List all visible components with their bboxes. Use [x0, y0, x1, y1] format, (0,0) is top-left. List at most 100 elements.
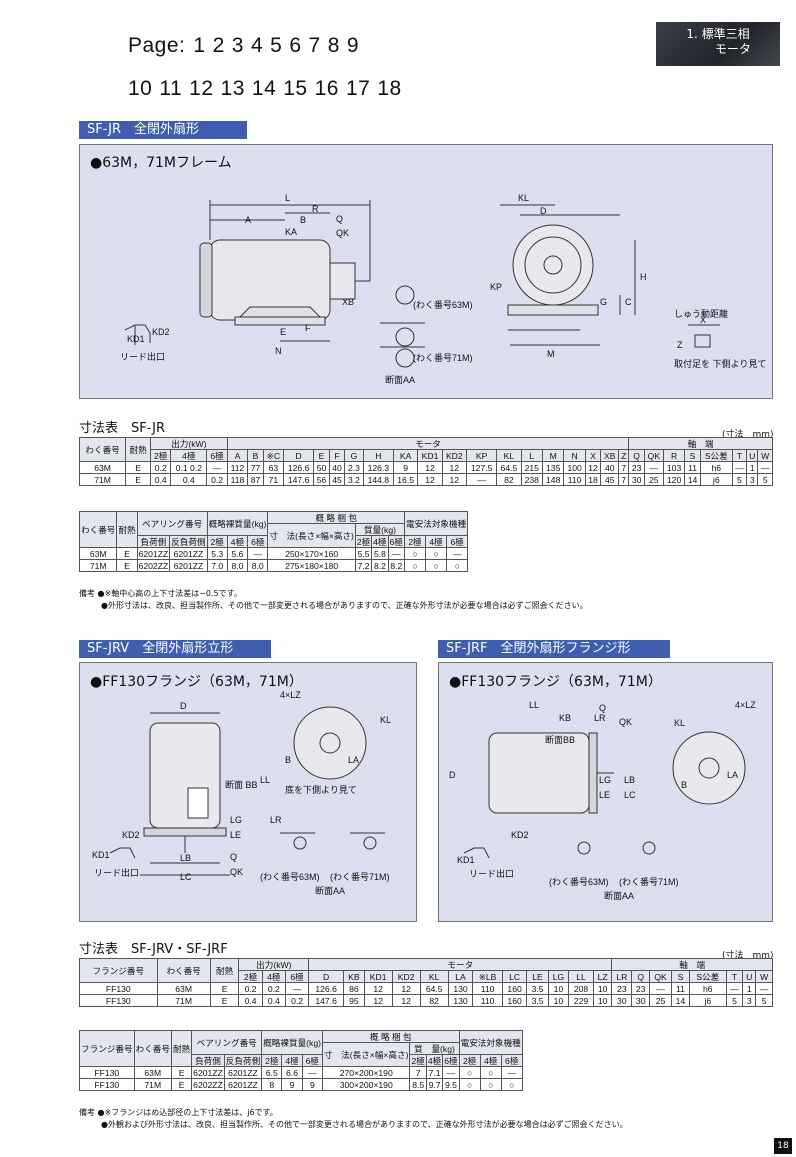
section-header-sf-jrv: SF-JRV 全閉外扇形立形 [79, 640, 271, 658]
table-cell: 30 [631, 994, 651, 1007]
dim-LG: LG [230, 815, 242, 825]
th-KL: KL [419, 970, 449, 983]
table-cell: E [170, 1066, 193, 1079]
th-bare-mass: 概略裸質量(kg) [261, 1030, 323, 1055]
dim-KD2: KD2 [511, 830, 529, 840]
th-Q: Q [628, 449, 645, 462]
th-2p: 2極 [206, 535, 228, 548]
th-KA: KA [392, 449, 419, 462]
table-cell: 110 [472, 982, 503, 995]
table-cell: 12 [391, 982, 421, 995]
table-cell: FF130 [79, 982, 158, 995]
th-packing: 概 略 梱 包 [321, 1030, 460, 1043]
note-line: ●外観および外形寸法は、改良、担当製作所、その他で一部変更される場合がありますの… [101, 1120, 628, 1129]
table-cell: 6201ZZ [191, 1066, 225, 1079]
page-link-8[interactable]: 8 [327, 34, 340, 57]
table-cell: 110 [563, 473, 586, 486]
page-link-12[interactable]: 12 [189, 77, 214, 100]
table-cell: 8.0 [226, 559, 249, 572]
category-tab: 1. 標準三相 モータ [656, 22, 780, 66]
table-cell: 11 [684, 461, 701, 474]
page-number: 18 [774, 1138, 792, 1154]
page-link-14[interactable]: 14 [251, 77, 277, 100]
dim-KB: KB [559, 713, 571, 723]
table-cell: 6201ZZ [169, 547, 208, 560]
dim-C: C [625, 297, 632, 307]
th-flange: フランジ番号 [79, 1030, 135, 1067]
th-packing: 概 略 梱 包 [267, 511, 406, 524]
page-link-1[interactable]: 1 [193, 34, 206, 57]
table-cell: 238 [520, 473, 544, 486]
page-link-3[interactable]: 3 [231, 34, 244, 57]
table-cell: 18 [584, 473, 602, 486]
th-KD1: KD1 [363, 970, 393, 983]
page-link-16[interactable]: 16 [314, 77, 339, 100]
page-link-10[interactable]: 10 [128, 77, 153, 100]
th-E: E [313, 449, 330, 462]
table-cell: 8.2 [387, 559, 406, 572]
th-QK: QK [643, 449, 664, 462]
dim-H: H [640, 272, 647, 282]
table-cell: 0.4 [170, 473, 208, 486]
page-link-13[interactable]: 13 [220, 77, 245, 100]
page-link-5[interactable]: 5 [270, 34, 283, 57]
table-cell: 3.2 [344, 473, 364, 486]
panel-title: ●FF130フランジ（63M，71M） [449, 674, 662, 690]
table-cell: 9 [392, 461, 419, 474]
page-link-7[interactable]: 7 [308, 34, 321, 57]
table-cell: — [757, 461, 773, 474]
th-LA: LA [447, 970, 474, 983]
table-cell: 130 [447, 994, 474, 1007]
table-cell: 208 [568, 982, 594, 995]
table-cell: ○ [425, 547, 448, 560]
th-6p: 6極 [387, 535, 406, 548]
th-motor: モータ [226, 437, 630, 450]
th-KP: KP [465, 449, 498, 462]
page-link-18[interactable]: 18 [377, 77, 402, 100]
page-link-17[interactable]: 17 [345, 77, 371, 100]
table-cell: E [170, 1078, 193, 1091]
table-cell: — [206, 461, 228, 474]
table-cell: 12 [391, 994, 421, 1007]
page-link-9[interactable]: 9 [346, 34, 360, 57]
table-cell: ○ [479, 1078, 502, 1091]
dim-X: X [700, 315, 706, 325]
dim-LA: LA [727, 770, 738, 780]
th-U: U [746, 449, 759, 462]
drawing-panel-sf-jr: ●63M，71Mフレーム L [79, 144, 773, 399]
section-aa-label: 断面AA [604, 890, 634, 901]
th-flange: フランジ番号 [79, 958, 158, 983]
table-cell: 30 [628, 473, 645, 486]
th-load-side: 負荷側 [191, 1054, 225, 1067]
page-link-2[interactable]: 2 [212, 34, 225, 57]
dim-4xLZ: 4×LZ [280, 690, 301, 700]
th-frame: わく番号 [133, 1030, 172, 1067]
th-W: W [757, 449, 773, 462]
table-cell: 95 [343, 994, 365, 1007]
th-output: 出力(kW) [150, 437, 228, 450]
th-shaft: 軸 端 [611, 958, 773, 971]
lead-outlet-label: リード出口 [120, 351, 165, 362]
th-M: M [541, 449, 565, 462]
dim-XB: XB [342, 297, 354, 307]
th-load-side: 負荷側 [136, 535, 171, 548]
page-link-15[interactable]: 15 [283, 77, 308, 100]
th-bearing: ベアリング番号 [191, 1030, 263, 1055]
th-KL: KL [496, 449, 522, 462]
th-S公差: S公差 [699, 449, 733, 462]
page-link-11[interactable]: 11 [159, 77, 183, 100]
table-cell: 71M [78, 473, 127, 486]
page-link-6[interactable]: 6 [289, 34, 302, 57]
table-cell: 6.5 [261, 1066, 283, 1079]
table-cell: — [387, 547, 406, 560]
table-sf-jr-packing: わく番号 耐熱 ベアリング番号 概略裸質量(kg) 概 略 梱 包 電安法対象機… [78, 511, 469, 572]
page-link-4[interactable]: 4 [250, 34, 264, 57]
table-cell: 126.3 [362, 461, 394, 474]
table-cell: — [446, 547, 469, 560]
table-cell: 7 [618, 461, 630, 474]
table-cell: 5.3 [206, 547, 228, 560]
